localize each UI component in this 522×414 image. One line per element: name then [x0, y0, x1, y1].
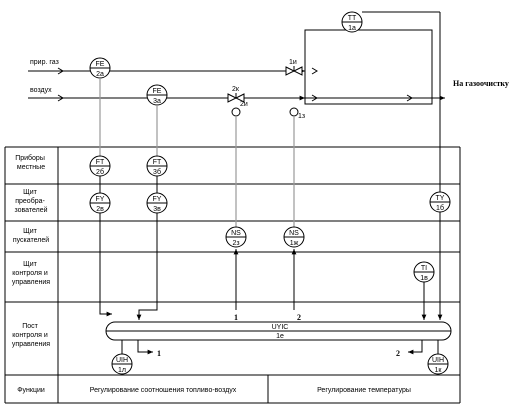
svg-text:1к: 1к	[435, 367, 443, 374]
svg-text:NS: NS	[289, 230, 299, 237]
uic-controller: UYIC 1е	[105, 321, 452, 341]
gas-line-label: прир. газ	[30, 59, 59, 66]
ft-3b-instrument: FT 3б	[146, 155, 168, 177]
gas-flow-arrow	[57, 67, 64, 75]
fe-2a-instrument: FE 2а	[89, 57, 111, 79]
air-flow-arrow	[57, 94, 64, 102]
row-label-functions: Функции	[17, 387, 45, 394]
svg-text:2и: 2и	[240, 101, 248, 108]
svg-text:1б: 1б	[436, 204, 444, 212]
ns-2z-instrument: NS 2з	[225, 226, 247, 248]
ti-1v-instrument: TI 1в	[413, 261, 435, 283]
row-label-control-panel: Щит контроля и управления	[12, 261, 50, 286]
marker-2-bottom: 2	[396, 349, 400, 358]
svg-text:1и: 1и	[289, 59, 297, 66]
svg-text:FE: FE	[96, 61, 105, 68]
svg-text:1а: 1а	[348, 25, 356, 32]
fe-3a-instrument: FE 3а	[146, 84, 168, 106]
function-temperature-label: Регулирование температуры	[317, 387, 411, 394]
svg-text:2в: 2в	[96, 206, 104, 213]
marker-1-top: 1	[234, 313, 238, 322]
ty-1b-instrument: TY 1б	[429, 191, 451, 213]
row-label-local: Приборы местные	[15, 154, 47, 171]
gas-valve-actuator: 1з	[289, 107, 305, 120]
svg-text:TY: TY	[436, 195, 445, 202]
tt-1a-instrument: TT 1а	[341, 11, 363, 33]
location-table: Приборы местные Щит преобра- зователей Щ…	[4, 146, 461, 404]
gas-control-valve: 1и	[285, 59, 303, 76]
svg-text:2з: 2з	[232, 240, 239, 247]
ft-2b-instrument: FT 2б	[89, 155, 111, 177]
svg-text:UIH: UIH	[116, 357, 128, 364]
svg-text:FT: FT	[96, 159, 105, 166]
output-2-line	[408, 340, 423, 355]
svg-text:2к: 2к	[232, 86, 240, 93]
svg-text:1ж: 1ж	[290, 240, 299, 247]
function-ratio-label: Регулирование соотношения топливо-воздух	[90, 387, 237, 394]
svg-text:NS: NS	[231, 230, 241, 237]
marker-2-top: 2	[297, 313, 301, 322]
exhaust-arrow	[406, 94, 413, 102]
output-1-line	[137, 340, 153, 355]
svg-text:FT: FT	[153, 159, 162, 166]
unit-inner-arrow-1	[311, 67, 318, 75]
svg-text:TT: TT	[348, 15, 357, 22]
marker-1-bottom: 1	[157, 349, 161, 358]
row-label-control-post: Пост контроля и управления	[12, 323, 50, 348]
svg-text:3в: 3в	[153, 206, 161, 213]
svg-text:UYIC: UYIC	[272, 324, 289, 331]
signal-lines: 1 2	[99, 78, 443, 322]
svg-text:2б: 2б	[96, 168, 104, 176]
row-label-starters: Щит пускателей	[13, 228, 49, 244]
process-area: прир. газ воздух На газоочистку TT 1а FE	[28, 11, 509, 192]
air-control-valve: 2к 2и	[227, 86, 248, 117]
svg-text:FY: FY	[153, 196, 162, 203]
svg-text:3б: 3б	[153, 168, 161, 176]
uih-1k-instrument: UIH 1к	[427, 353, 449, 375]
svg-text:FE: FE	[153, 88, 162, 95]
fy-2v-instrument: FY 2в	[89, 192, 111, 214]
svg-text:1в: 1в	[420, 275, 428, 282]
svg-text:TI: TI	[421, 265, 427, 272]
furnace-unit	[304, 29, 433, 105]
svg-text:3а: 3а	[153, 98, 161, 105]
air-line-label: воздух	[30, 87, 52, 94]
row-label-converters: Щит преобра- зователей	[14, 189, 47, 214]
svg-text:1з: 1з	[298, 113, 305, 120]
ns-1zh-instrument: NS 1ж	[283, 226, 305, 248]
svg-text:2а: 2а	[96, 71, 104, 78]
fy-3v-instrument: FY 3в	[146, 192, 168, 214]
svg-text:1е: 1е	[276, 333, 284, 340]
svg-text:UIH: UIH	[432, 357, 444, 364]
svg-text:1л: 1л	[118, 367, 126, 374]
output-label: На газоочистку	[453, 79, 509, 88]
uih-1l-instrument: UIH 1л	[111, 353, 133, 375]
svg-text:FY: FY	[96, 196, 105, 203]
